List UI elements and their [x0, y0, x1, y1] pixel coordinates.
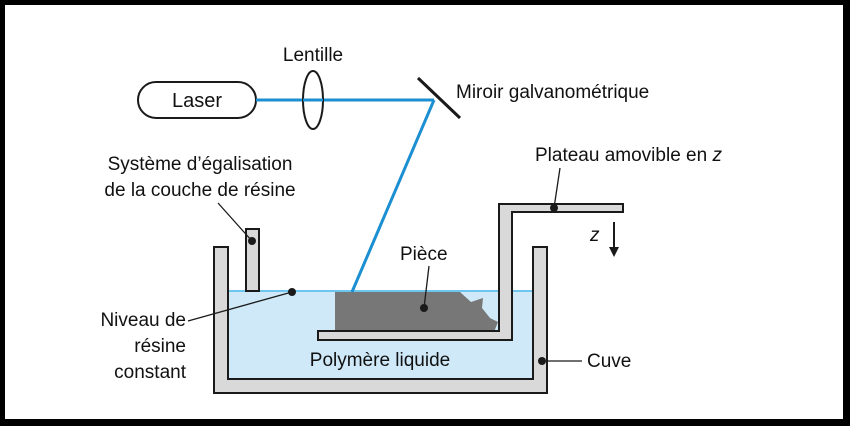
tank-label: Cuve	[587, 351, 631, 372]
part-shape	[335, 292, 498, 332]
laser-beam-reflected	[350, 99, 436, 293]
tank-wall	[213, 246, 548, 394]
leveling-leader-dot	[248, 237, 256, 245]
resin-level-leader-dot	[288, 288, 296, 296]
lens-label: Lentille	[283, 45, 343, 66]
leveling-label-line1: Système d’égalisation	[108, 154, 293, 175]
platform-label-z: z	[711, 145, 722, 166]
part-label: Pièce	[400, 244, 448, 265]
leveling-blade	[245, 228, 260, 292]
liquid-label: Polymère liquide	[310, 350, 450, 371]
platform-label-text: Plateau amovible en	[535, 145, 712, 166]
platform-label: Plateau amovible en z	[535, 145, 722, 166]
arrow-down-icon	[609, 247, 619, 257]
resin-level-label-line1: Niveau de	[100, 310, 186, 331]
movable-platform	[317, 203, 624, 341]
leveling-label-line2: de la couche de résine	[104, 180, 295, 201]
laser-label: Laser	[172, 90, 222, 112]
galvanometric-mirror	[416, 76, 462, 120]
mirror-label: Miroir galvanométrique	[456, 82, 649, 103]
resin-level-leader-line	[187, 291, 293, 322]
leveling-leader-line	[217, 202, 253, 242]
part-leader-line	[423, 265, 430, 309]
resin-level-label-line3: constant	[114, 362, 187, 383]
resin-level-label-line2: résine	[134, 336, 186, 357]
part-leader-dot	[420, 304, 428, 312]
tank-leader-dot	[538, 357, 546, 365]
platform-leader-line	[553, 167, 561, 209]
z-axis-label: z	[589, 225, 600, 246]
platform-leader-dot	[550, 204, 558, 212]
